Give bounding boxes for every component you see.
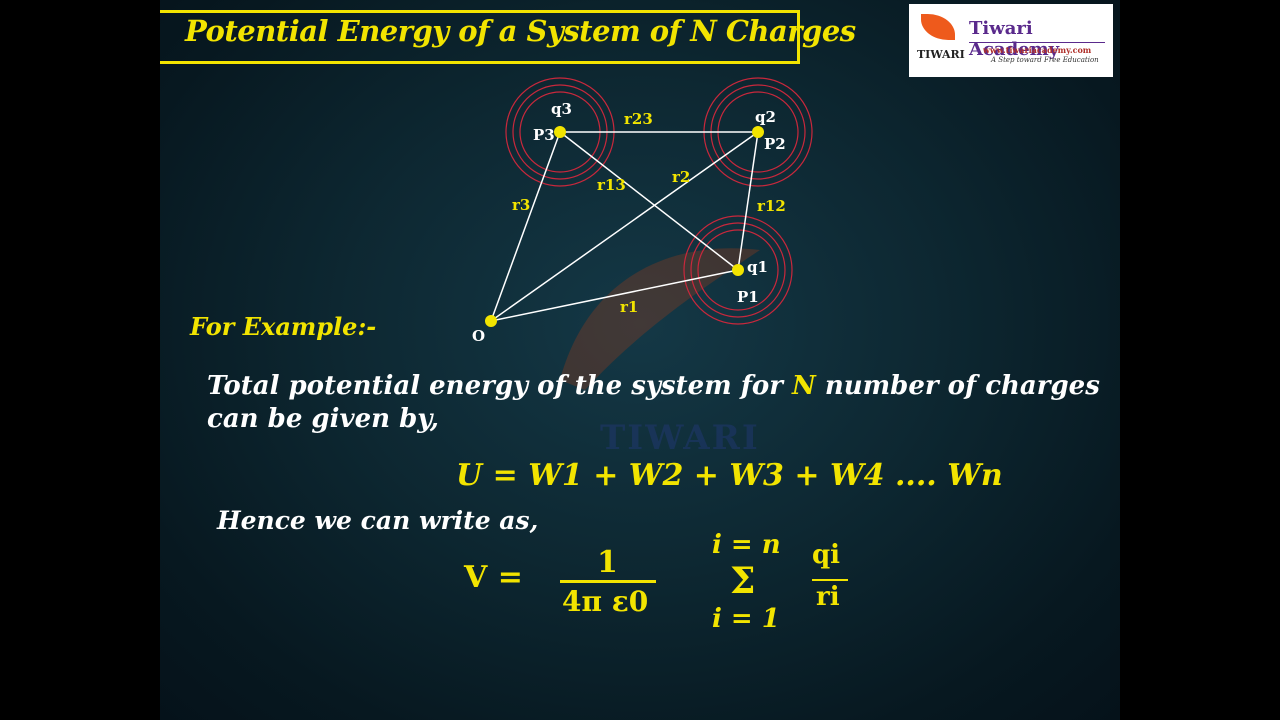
term-numerator: qi — [812, 540, 841, 570]
equation-u: U = W1 + W2 + W3 + W4 .... Wn — [456, 458, 1003, 493]
equation-v-numerator: 1 — [597, 545, 618, 580]
hence-text: Hence we can write as, — [217, 506, 539, 535]
label-r23: r23 — [624, 110, 653, 128]
label-q2: q2 — [755, 108, 776, 126]
label-r13: r13 — [597, 176, 626, 194]
logo-divider — [969, 42, 1105, 43]
logo-name: Tiwari Academy — [969, 18, 1060, 60]
label-p1: P1 — [737, 288, 759, 306]
para-text-2: number of charges can be given by, — [207, 371, 1100, 434]
label-r3: r3 — [512, 196, 531, 214]
equation-v-denominator: 4π ε0 — [562, 585, 649, 618]
example-heading: For Example:- — [190, 312, 377, 341]
label-q1: q1 — [747, 258, 768, 276]
watermark: TIWARI — [600, 418, 760, 458]
charge-points — [485, 126, 764, 327]
slide-background — [160, 0, 1120, 720]
label-p3: P3 — [533, 126, 555, 144]
description-paragraph: Total potential energy of the system for… — [207, 370, 1107, 436]
label-q3: q3 — [551, 100, 572, 118]
sum-symbol: Σ — [730, 560, 756, 602]
label-r2: r2 — [672, 168, 691, 186]
logo-tagline: A Step toward Free Education — [991, 56, 1099, 64]
label-p2: P2 — [764, 135, 786, 153]
watermark-leaf — [560, 248, 760, 390]
label-origin: O — [472, 327, 486, 345]
label-r1: r1 — [620, 298, 639, 316]
sum-upper-limit: i = n — [712, 530, 781, 560]
equation-v-lhs: V = — [464, 560, 523, 595]
fraction-bar — [560, 580, 656, 583]
label-r12: r12 — [757, 197, 786, 215]
tiwari-academy-logo: TIWARI Tiwari Academy www.tiwariacademy.… — [909, 4, 1113, 77]
slide-title: Potential Energy of a System of N Charge… — [185, 14, 856, 48]
term-denominator: ri — [816, 582, 840, 612]
title-frame — [160, 10, 800, 64]
sum-lower-limit: i = 1 — [712, 604, 780, 634]
logo-url: www.tiwariacademy.com — [983, 45, 1092, 55]
logo-mark: TIWARI — [917, 48, 965, 61]
para-text-1: Total potential energy of the system for — [207, 371, 793, 401]
distance-lines — [490, 131, 759, 322]
term-fraction-bar — [812, 579, 848, 581]
para-highlight: N — [792, 371, 816, 401]
